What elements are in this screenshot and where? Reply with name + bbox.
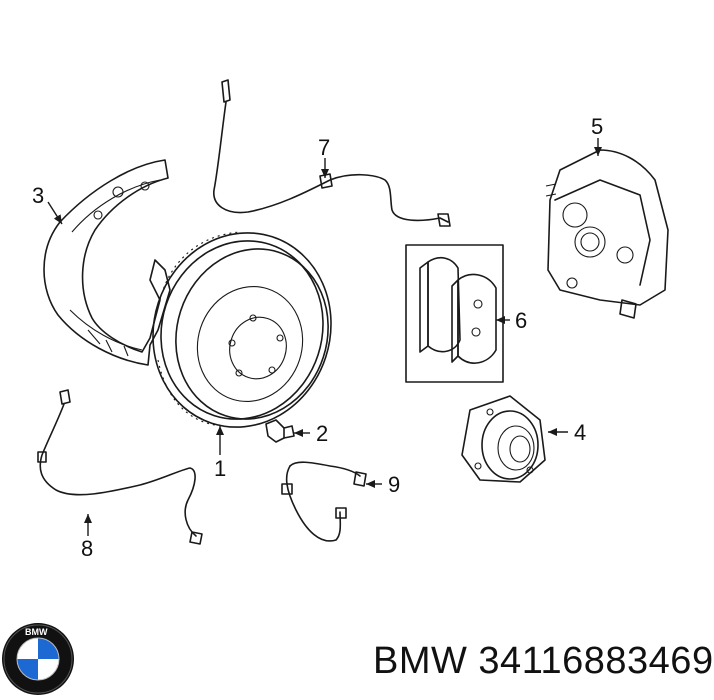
callout-2: 2 [316, 421, 328, 446]
dust-shield-part [43, 159, 171, 366]
leader-lines [47, 138, 602, 536]
callout-6: 6 [515, 308, 527, 333]
bolt-part [265, 419, 295, 443]
callout-1: 1 [214, 456, 226, 481]
brake-pads-part [405, 244, 504, 383]
callout-numbers: 3 1 2 7 5 6 4 8 9 [32, 114, 603, 561]
short-sensor-part [281, 461, 367, 542]
leader-3 [47, 201, 63, 225]
wheel-hub-part [461, 395, 546, 483]
logo-blue-quadrant-1 [38, 638, 59, 659]
upper-wear-sensor-part [213, 79, 451, 227]
caliper-part [545, 149, 669, 319]
callout-3: 3 [32, 183, 44, 208]
lower-wear-sensor-part [37, 389, 203, 545]
callout-4: 4 [574, 420, 586, 445]
logo-blue-quadrant-2 [17, 659, 38, 680]
callout-7: 7 [318, 135, 330, 160]
brake-disc-part [152, 231, 332, 428]
callout-5: 5 [591, 114, 603, 139]
callout-9: 9 [388, 472, 400, 497]
logo-letters: BMW [25, 627, 48, 637]
callout-8: 8 [81, 536, 93, 561]
bmw-logo: BMW [2, 623, 74, 695]
part-number-caption: BMW 34116883469 [373, 640, 714, 682]
